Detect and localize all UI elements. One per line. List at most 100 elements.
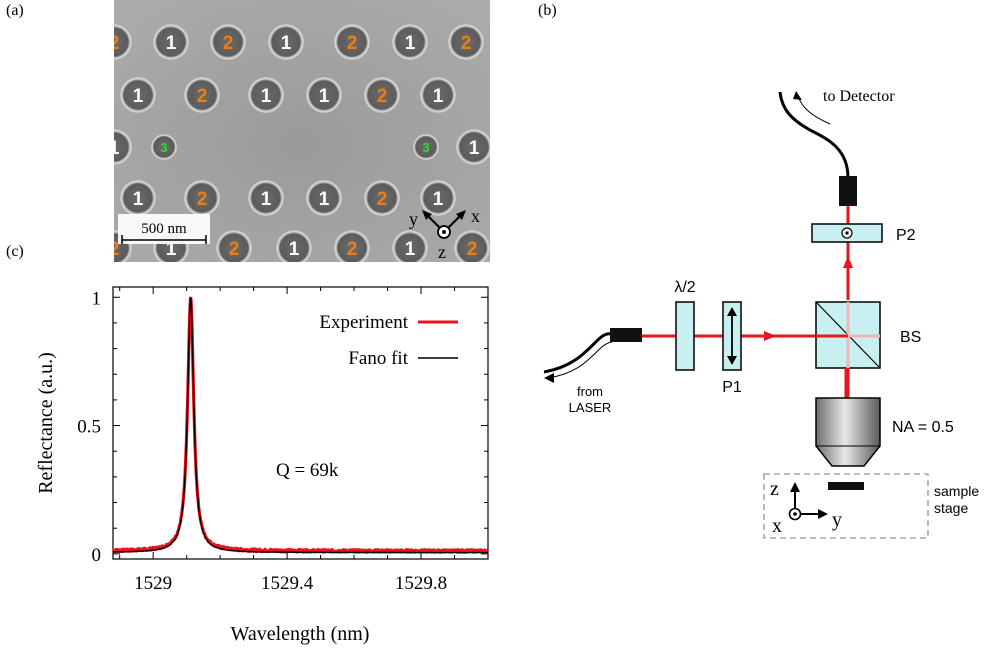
x-tick-label: 1529.4 bbox=[261, 573, 314, 594]
sem-axis-x: x bbox=[471, 206, 480, 226]
photonic-hole-type-3 bbox=[151, 134, 177, 160]
photonic-hole-type-2 bbox=[114, 24, 132, 60]
hole-label-3: 3 bbox=[160, 140, 167, 155]
hole-label-1: 1 bbox=[133, 86, 144, 107]
objective-lens bbox=[815, 397, 881, 467]
photonic-hole-type-1 bbox=[420, 77, 456, 113]
photonic-hole-type-1 bbox=[306, 77, 342, 113]
hole-label-1: 1 bbox=[166, 33, 177, 54]
p1-label: P1 bbox=[722, 379, 742, 396]
photonic-hole-type-2 bbox=[216, 230, 252, 262]
photonic-hole-type-2 bbox=[210, 24, 246, 60]
photonic-hole-type-1 bbox=[248, 77, 284, 113]
stage-label: stage bbox=[934, 500, 968, 516]
hole-label-2: 2 bbox=[114, 33, 119, 54]
hole-label-1: 1 bbox=[319, 86, 330, 107]
scalebar-box bbox=[118, 214, 210, 244]
sample-stage-box bbox=[763, 473, 929, 539]
photonic-hole-type-2 bbox=[184, 180, 220, 216]
laser-label: LASER bbox=[569, 400, 612, 415]
photonic-hole-type-2 bbox=[334, 24, 370, 60]
panel-b-label: (b) bbox=[538, 2, 557, 19]
x-axis-label: Wavelength (nm) bbox=[231, 623, 370, 645]
hole-label-1: 1 bbox=[281, 33, 292, 54]
stage-axis-x: x bbox=[772, 515, 782, 537]
sem-svg: 212121212112113311211212121212 500 nm y … bbox=[114, 0, 490, 262]
photonic-hole-type-1 bbox=[276, 230, 312, 262]
legend-experiment-label: Experiment bbox=[319, 312, 408, 333]
hole-label-1: 1 bbox=[433, 86, 444, 107]
hole-label-1: 1 bbox=[261, 86, 272, 107]
p2-label: P2 bbox=[896, 227, 916, 244]
x-tick-label: 1529 bbox=[134, 573, 172, 594]
hole-label-2: 2 bbox=[114, 239, 119, 260]
hole-label-2: 2 bbox=[347, 33, 358, 54]
hole-label-1: 1 bbox=[405, 239, 416, 260]
hole-label-2: 2 bbox=[377, 86, 388, 107]
sample-label: sample bbox=[934, 483, 979, 499]
photonic-hole-type-1 bbox=[268, 24, 304, 60]
photonic-hole-type-3 bbox=[413, 134, 439, 160]
photonic-hole-type-2 bbox=[184, 77, 220, 113]
sem-axis-z: z bbox=[438, 242, 446, 262]
panel-c-label: (c) bbox=[6, 243, 24, 260]
detector-fiber-connector bbox=[839, 176, 857, 206]
sem-image: 212121212112113311211212121212 500 nm y … bbox=[114, 0, 490, 262]
hole-label-1: 1 bbox=[114, 138, 120, 159]
laser-fiber bbox=[543, 332, 613, 374]
photonic-hole-type-1 bbox=[420, 180, 456, 216]
photonic-hole-type-1 bbox=[114, 129, 132, 165]
y-tick-label: 0 bbox=[92, 545, 102, 566]
stage-axes-indicator: z x y bbox=[770, 478, 842, 537]
stage-axis-y: y bbox=[832, 509, 842, 531]
photonic-hole-type-1 bbox=[306, 180, 342, 216]
hole-label-1: 1 bbox=[166, 239, 177, 260]
hole-label-2: 2 bbox=[377, 189, 388, 210]
photonic-hole-type-2 bbox=[454, 230, 490, 262]
from-label: from bbox=[577, 384, 603, 399]
hole-label-1: 1 bbox=[405, 33, 416, 54]
stage-axis-z: z bbox=[770, 478, 779, 500]
photonic-hole-type-1 bbox=[248, 180, 284, 216]
hole-label-2: 2 bbox=[467, 239, 478, 260]
y-axis-label: Reflectance (a.u.) bbox=[35, 352, 57, 494]
hole-label-2: 2 bbox=[229, 239, 240, 260]
sem-axes-indicator: y x z bbox=[409, 206, 480, 262]
hole-label-1: 1 bbox=[433, 189, 444, 210]
y-tick-label: 0.5 bbox=[77, 417, 101, 438]
sample bbox=[828, 482, 864, 490]
scalebar-label: 500 nm bbox=[141, 221, 187, 237]
photonic-hole-type-1 bbox=[392, 24, 428, 60]
photonic-hole-type-1 bbox=[120, 77, 156, 113]
hole-label-1: 1 bbox=[469, 138, 480, 159]
photonic-hole-type-1 bbox=[392, 230, 428, 262]
hole-label-2: 2 bbox=[223, 33, 234, 54]
photonic-hole-type-1 bbox=[153, 24, 189, 60]
x-tick-label: 1529.8 bbox=[395, 573, 447, 594]
reflectance-chart: 1529 1529.4 1529.8 0 0.5 1 Experiment Fano fi… bbox=[35, 286, 490, 645]
y-tick-label: 1 bbox=[92, 288, 102, 309]
hole-label-1: 1 bbox=[289, 239, 300, 260]
to-detector-label: to Detector bbox=[823, 88, 895, 105]
bs-label: BS bbox=[900, 329, 921, 346]
series-fano-fit-line bbox=[112, 297, 489, 554]
q-annotation: Q = 69k bbox=[276, 460, 339, 481]
photonic-hole-type-2 bbox=[364, 77, 400, 113]
plot-frame bbox=[112, 286, 489, 560]
photonic-hole-type-1 bbox=[456, 129, 490, 165]
hole-label-3: 3 bbox=[422, 140, 429, 155]
half-wave-label: λ/2 bbox=[674, 279, 695, 296]
hole-label-2: 2 bbox=[197, 189, 208, 210]
laser-fiber-connector bbox=[610, 328, 642, 342]
half-wave-plate bbox=[675, 301, 695, 371]
hole-label-1: 1 bbox=[319, 189, 330, 210]
setup-diagram: to Detector P2 from LASER λ/2 P1 BS bbox=[543, 88, 979, 539]
hole-label-2: 2 bbox=[197, 86, 208, 107]
detector-fiber bbox=[778, 91, 850, 179]
photonic-hole-type-2 bbox=[364, 180, 400, 216]
hole-label-2: 2 bbox=[347, 239, 358, 260]
hole-label-1: 1 bbox=[261, 189, 272, 210]
panel-a-label: (a) bbox=[6, 2, 24, 19]
hole-label-2: 2 bbox=[461, 33, 472, 54]
legend-fit-label: Fano fit bbox=[348, 348, 408, 369]
